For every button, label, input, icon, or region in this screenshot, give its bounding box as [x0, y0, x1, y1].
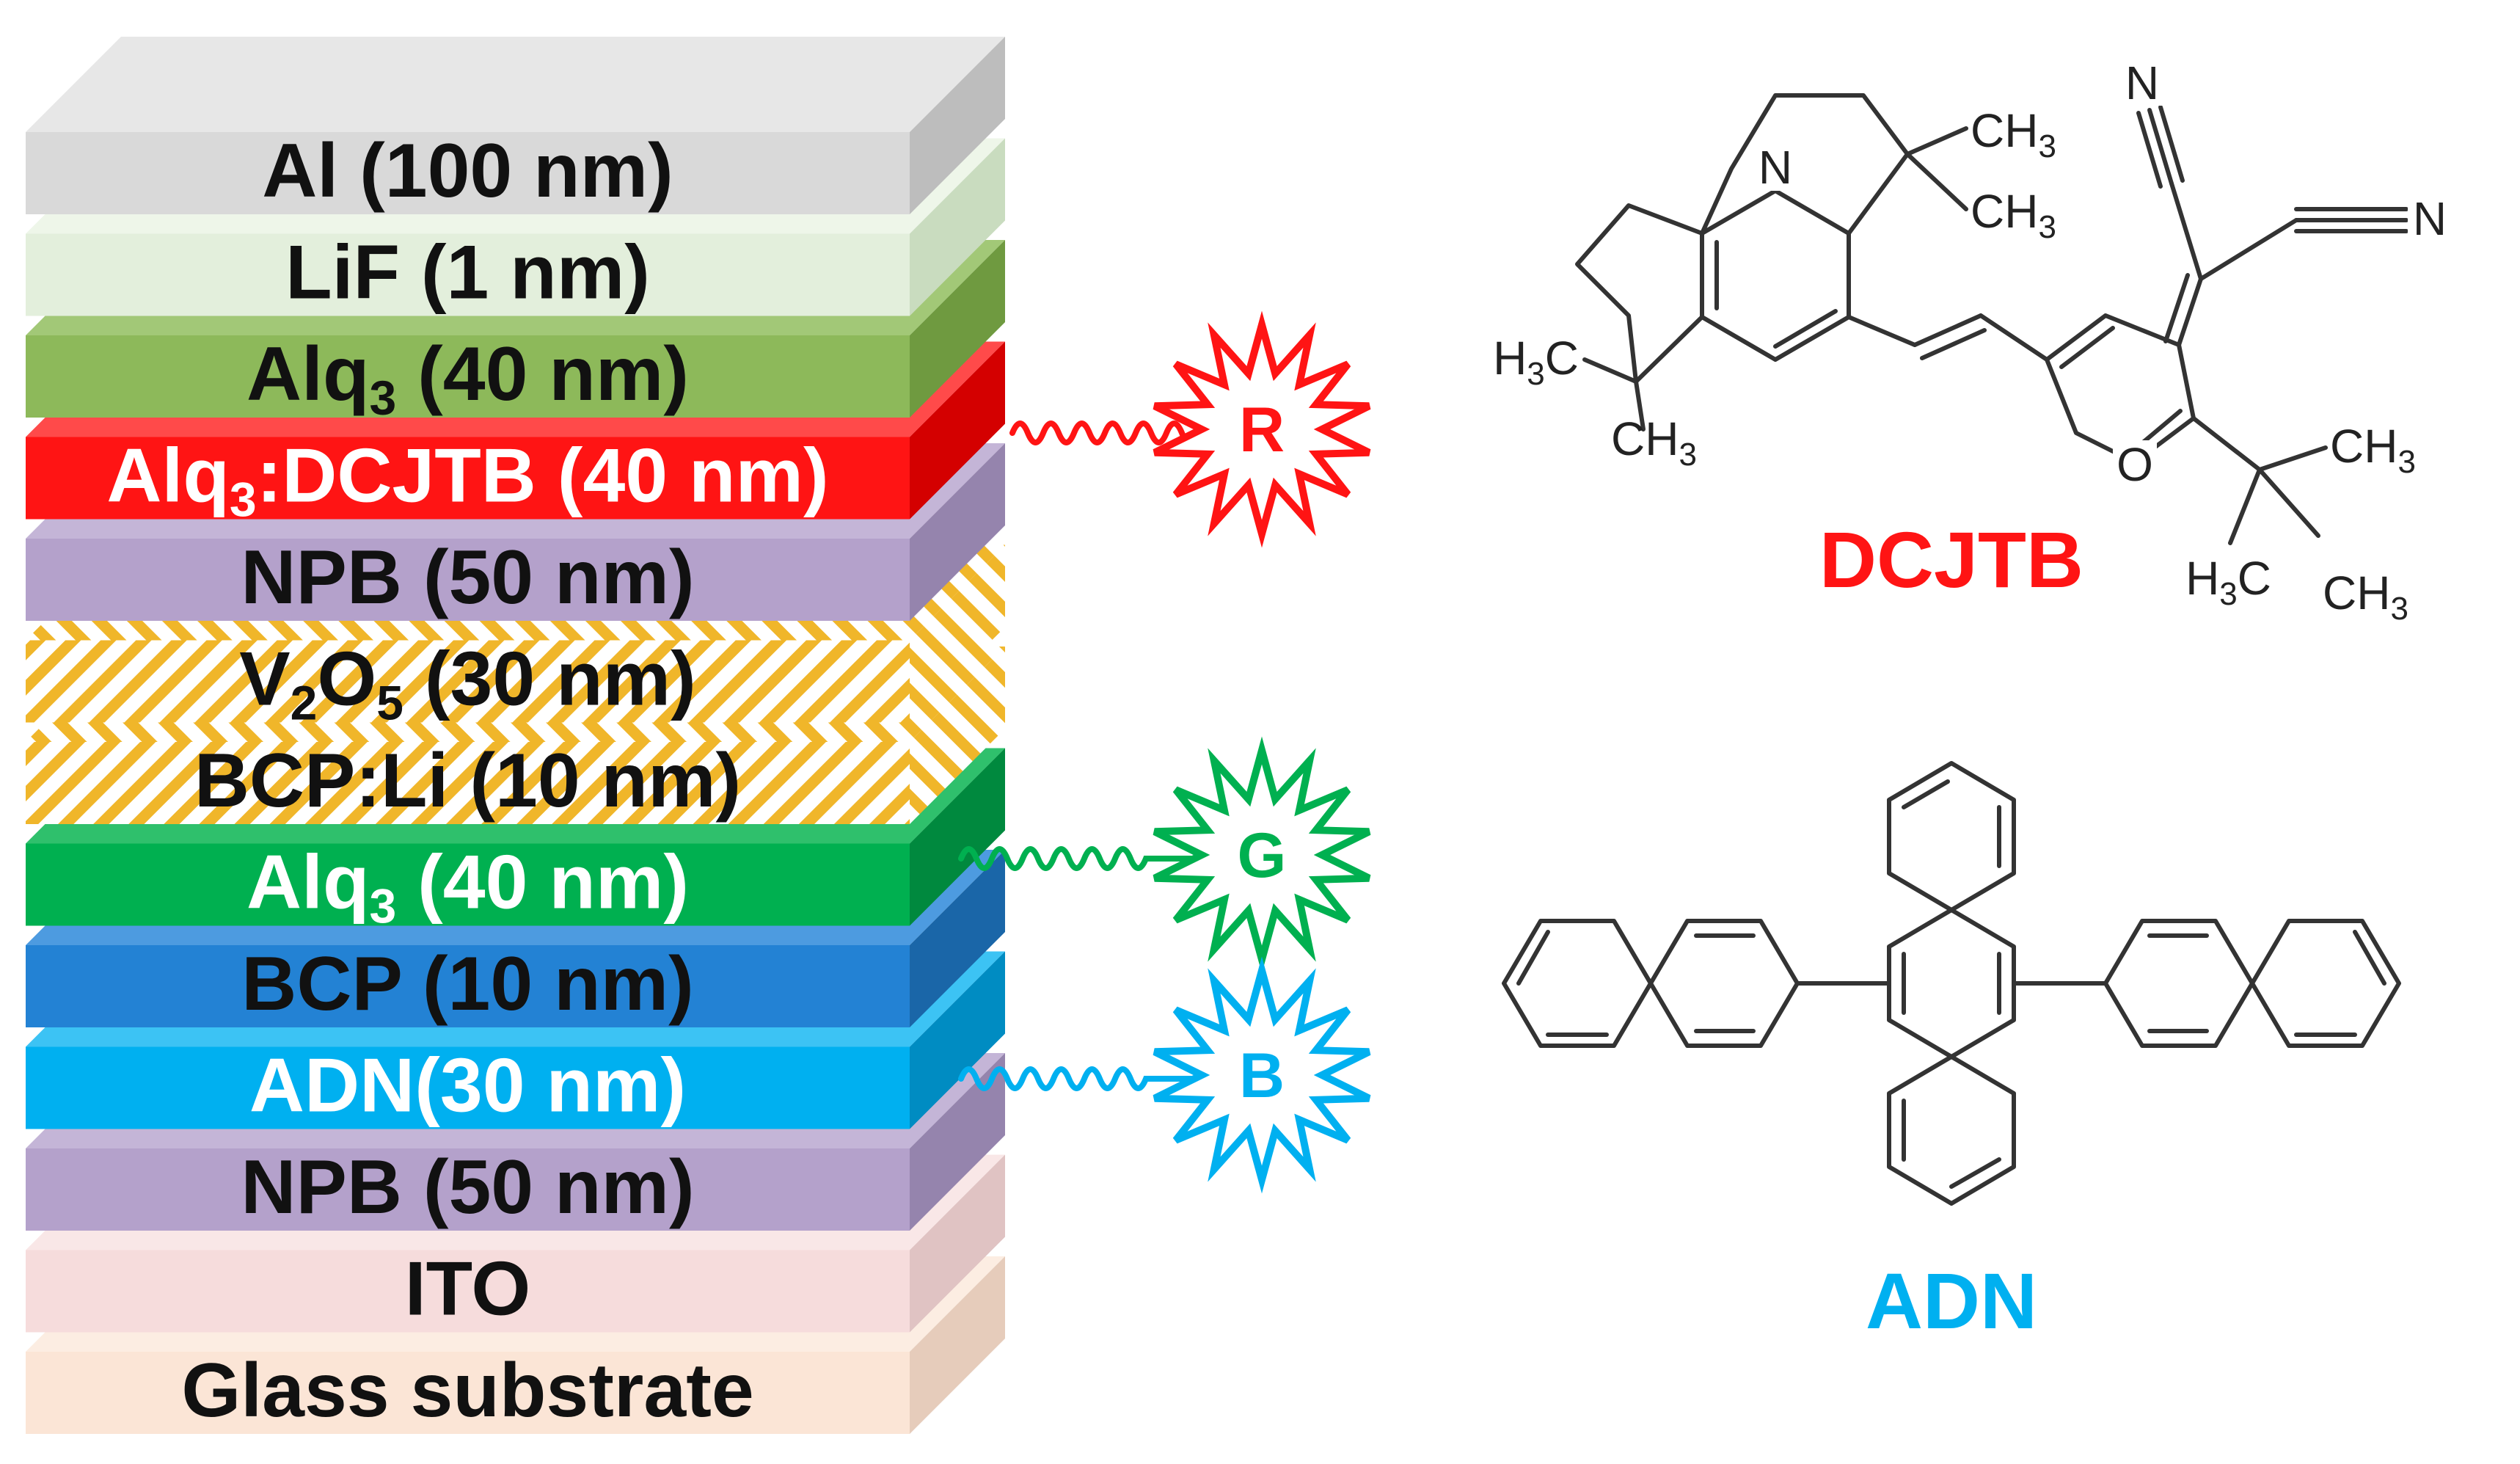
emission-markers: R G B — [958, 310, 1371, 1194]
layer-stack: Glass substrate ITO NPB (50 nm) ADN(30 nm) B… — [26, 37, 1005, 1434]
layer-front-face — [26, 335, 910, 418]
emission-b: B — [958, 956, 1371, 1194]
layer-label: NPB (50 nm) — [241, 1145, 694, 1230]
layer-side-face — [910, 1053, 1005, 1231]
atom-label: N — [2125, 57, 2159, 109]
layer-side-face — [910, 545, 1005, 723]
atom-label: N — [2413, 192, 2447, 245]
layer-top-face — [26, 37, 1005, 132]
atom-label: H3C — [1493, 332, 1579, 392]
emission-burst-icon — [1153, 956, 1371, 1194]
layer-front-face — [26, 1250, 910, 1333]
layer-label: LiF (1 nm) — [285, 230, 650, 316]
layer-side-face — [910, 951, 1005, 1129]
adn-structure — [1502, 761, 2401, 1206]
layer-label: Glass substrate — [181, 1348, 753, 1433]
layer-label: ADN(30 nm) — [249, 1044, 686, 1129]
emission-r: R — [1009, 310, 1371, 548]
layer-side-face — [910, 647, 1005, 824]
atom-label: CH3 — [1971, 185, 2056, 245]
layer-front-face — [26, 843, 910, 926]
emission-wave — [958, 846, 1244, 871]
atom-label: CH3 — [2323, 567, 2408, 627]
layer-front-face — [26, 1148, 910, 1231]
emission-label: B — [1239, 1041, 1285, 1111]
atom-label: CH3 — [1971, 104, 2056, 164]
layer-side-face — [910, 240, 1005, 418]
atom-label: N — [1758, 141, 1792, 194]
layer-label: NPB (50 nm) — [241, 535, 694, 620]
layer-side-face — [910, 748, 1005, 926]
layer-side-face — [910, 138, 1005, 316]
layer-front-face — [26, 945, 910, 1027]
emission-wave — [958, 1066, 1244, 1091]
layer-label: Alq3 (40 nm) — [246, 332, 689, 425]
emission-label: G — [1238, 820, 1287, 891]
layer-front-face — [26, 1046, 910, 1129]
layer-label: ITO — [405, 1247, 530, 1332]
layer-label: Alq3:DCJTB (40 nm) — [106, 434, 828, 527]
layer-label: Alq3 (40 nm) — [246, 840, 689, 933]
layer-side-face — [910, 1154, 1005, 1333]
layer-side-face — [910, 341, 1005, 520]
layer-label: Al (100 nm) — [262, 128, 673, 214]
atom-label: CH3 — [2330, 420, 2416, 480]
layer-label: BCP:Li (10 nm) — [194, 738, 741, 823]
dcjtb-label: DCJTB — [1819, 515, 2083, 604]
layer-al: Al (100 nm) — [26, 37, 1005, 214]
layer-label: V2O5 (30 nm) — [239, 637, 695, 730]
emission-g: G — [958, 736, 1371, 974]
layer-front-face — [26, 742, 910, 824]
layer-front-face — [26, 233, 910, 316]
adn-label: ADN — [1866, 1256, 2037, 1345]
layer-side-face — [910, 37, 1005, 214]
layer-front-face — [26, 132, 910, 214]
emission-label: R — [1239, 395, 1285, 465]
atom-label: H3C — [2185, 552, 2271, 612]
layer-front-face — [26, 640, 910, 723]
atom-label: CH3 — [1611, 412, 1697, 473]
emission-wave — [1009, 420, 1296, 445]
layer-label: BCP (10 nm) — [241, 942, 693, 1027]
layer-front-face — [26, 539, 910, 621]
layer-side-face — [910, 443, 1005, 621]
layer-side-face — [910, 850, 1005, 1027]
layer-front-face — [26, 437, 910, 520]
layer-front-face — [26, 1352, 910, 1434]
atom-label: O — [2117, 438, 2153, 491]
emission-burst-icon — [1153, 310, 1371, 548]
layer-side-face — [910, 1256, 1005, 1434]
